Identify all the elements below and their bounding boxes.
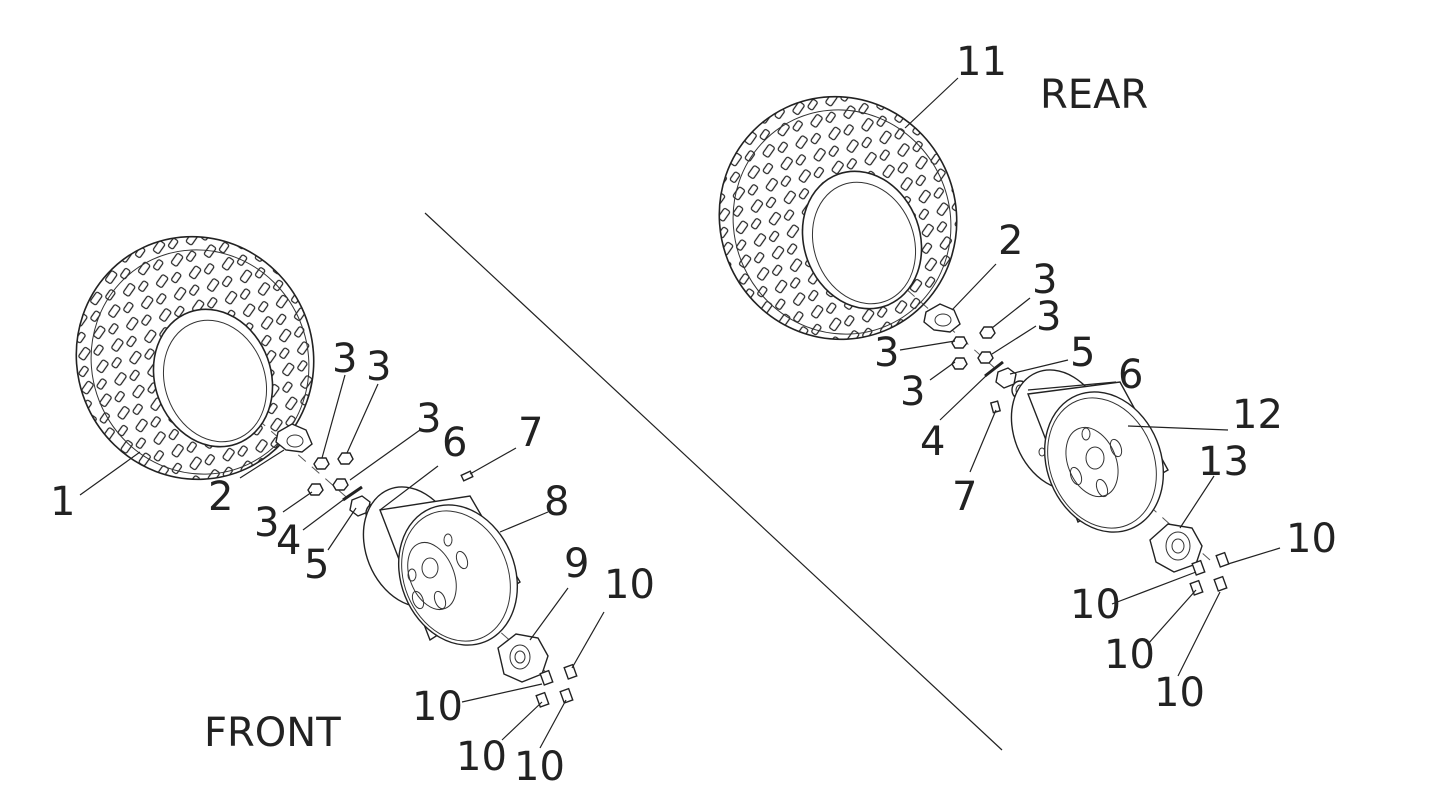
rear-leader-lines	[899, 77, 1281, 677]
rear-rim	[1010, 369, 1169, 533]
callout-9: 9	[564, 541, 589, 587]
rear-wheel-bolts	[1189, 551, 1230, 596]
callout-6: 6	[1118, 352, 1143, 398]
callout-3: 3	[416, 396, 441, 442]
callout-4: 4	[276, 518, 301, 564]
callout-10: 10	[604, 562, 655, 608]
rear-hub-cap	[923, 303, 961, 333]
callout-13: 13	[1198, 439, 1249, 485]
rear-valve-stem	[989, 400, 1002, 414]
front-section-title: FRONT	[204, 710, 341, 756]
callout-7: 7	[952, 474, 977, 520]
callout-5: 5	[1070, 330, 1095, 376]
front-wheel-hub	[497, 633, 549, 683]
section-divider	[424, 212, 1003, 751]
front-hub-cap	[275, 423, 313, 453]
front-callout-labels: 1 2 3 3 3 3 4 5 6 7 8 9 10 10 10 10	[50, 336, 655, 790]
callout-11: 11	[956, 39, 1007, 85]
callout-2: 2	[998, 218, 1023, 264]
callout-10: 10	[1104, 632, 1155, 678]
callout-3: 3	[1032, 257, 1057, 303]
callout-5: 5	[304, 542, 329, 588]
rear-nuts	[951, 326, 996, 370]
callout-4: 4	[920, 419, 945, 465]
callout-7: 7	[518, 410, 543, 456]
callout-3: 3	[332, 336, 357, 382]
callout-3: 3	[254, 500, 279, 546]
front-wheel-bolts	[535, 663, 578, 708]
callout-10: 10	[1070, 582, 1121, 628]
callout-3: 3	[1036, 294, 1061, 340]
callout-8: 8	[544, 479, 569, 525]
front-tire	[75, 235, 315, 481]
front-rim	[362, 486, 521, 646]
front-leader-lines	[79, 374, 605, 749]
rear-cotter-pin	[984, 360, 1004, 378]
callout-3: 3	[874, 330, 899, 376]
callout-10: 10	[456, 734, 507, 780]
callout-10: 10	[412, 684, 463, 730]
callout-12: 12	[1232, 392, 1283, 438]
callout-10: 10	[1286, 516, 1337, 562]
front-nuts	[307, 452, 354, 496]
callout-3: 3	[366, 344, 391, 390]
rear-assembly: 11 2 3 3 3 3 4 5 6 7 12 13 10 10 10 10 R…	[718, 39, 1337, 716]
callout-10: 10	[514, 744, 565, 790]
callout-1: 1	[50, 479, 75, 525]
front-valve-stem	[460, 470, 474, 482]
front-cotter-pin	[342, 485, 363, 502]
rear-wheel-hub	[1149, 523, 1203, 573]
callout-2: 2	[208, 474, 233, 520]
callout-10: 10	[1154, 670, 1205, 716]
rear-callout-labels: 11 2 3 3 3 3 4 5 6 7 12 13 10 10 10 10	[874, 39, 1337, 716]
callout-3: 3	[900, 369, 925, 415]
rear-section-title: REAR	[1040, 72, 1148, 118]
front-assembly: 1 2 3 3 3 3 4 5 6 7 8 9 10 10 10 10 FRON…	[50, 235, 655, 790]
rear-tire	[718, 95, 958, 341]
callout-6: 6	[442, 420, 467, 466]
